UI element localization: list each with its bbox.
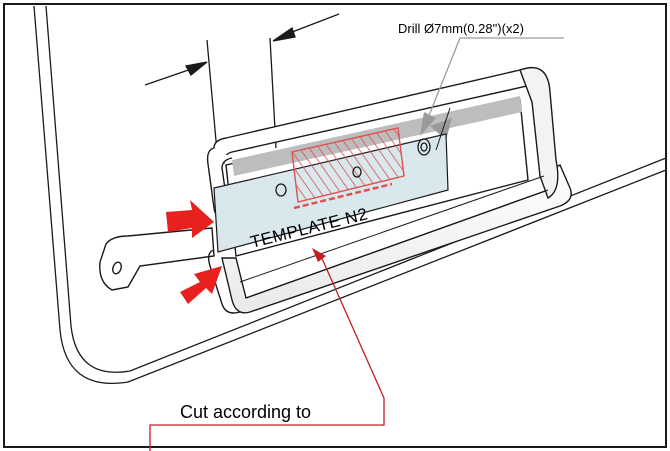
mounting-bracket bbox=[99, 227, 215, 291]
cut-callout: Cut according to bbox=[149, 248, 385, 451]
red-arrows bbox=[166, 200, 222, 304]
drill-hole-center bbox=[352, 166, 362, 178]
dimension-arrow-left-icon bbox=[272, 26, 296, 42]
wall-panel-outline bbox=[33, 5, 667, 384]
cut-label: Cut according to bbox=[180, 402, 311, 422]
drill-arrow-icon bbox=[420, 112, 436, 136]
drill-hole-left bbox=[275, 183, 287, 197]
drill-label: Drill Ø7mm(0.28")(x2) bbox=[398, 21, 524, 36]
cut-line-dashed bbox=[293, 182, 393, 210]
cut-arrow-icon bbox=[312, 248, 326, 262]
outer-frame bbox=[3, 3, 667, 448]
drill-holes bbox=[275, 138, 431, 197]
red-arrow-upper-icon bbox=[166, 200, 214, 238]
dimension-arrow-right-icon bbox=[184, 61, 208, 76]
bracket-hole bbox=[112, 261, 122, 275]
red-arrow-lower-icon bbox=[180, 266, 222, 304]
drill-callout: Drill Ø7mm(0.28")(x2) bbox=[398, 21, 564, 151]
cut-area-hatched bbox=[291, 127, 405, 203]
drill-hole-right bbox=[417, 138, 431, 156]
